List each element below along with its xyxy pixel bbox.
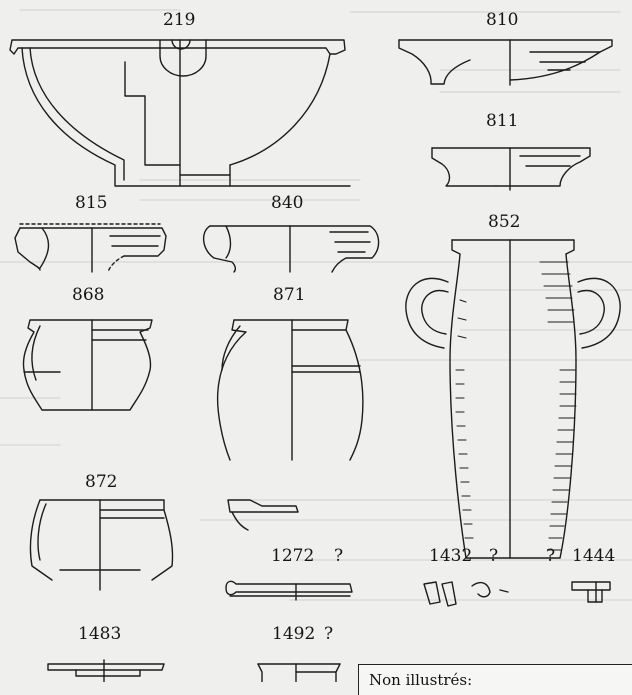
vessel-811 <box>431 147 591 191</box>
vessel-840 <box>203 225 380 273</box>
label-1492: 1492 <box>272 624 316 644</box>
label-811: 811 <box>486 111 519 131</box>
vessel-1272 <box>225 580 353 601</box>
label-852: 852 <box>488 212 521 232</box>
vessel-1483 <box>47 659 165 682</box>
label-219: 219 <box>163 10 196 30</box>
uncertain-mark-1432: ? <box>489 546 499 566</box>
note-box: Non illustrés: <box>358 664 632 695</box>
label-868: 868 <box>72 285 105 305</box>
vessel-810 <box>398 39 613 86</box>
label-1483: 1483 <box>78 624 122 644</box>
label-810: 810 <box>486 10 519 30</box>
label-871: 871 <box>273 285 306 305</box>
vessel-1492 <box>257 663 341 682</box>
bleed-through <box>0 9 632 601</box>
uncertain-mark-1272: ? <box>334 546 344 566</box>
vessel-815 <box>14 223 167 273</box>
label-815: 815 <box>75 193 108 213</box>
label-1272: 1272 <box>271 546 315 566</box>
vessel-872 <box>29 499 174 591</box>
note-box-text: Non illustrés: <box>369 671 473 689</box>
vessel-1432 <box>423 581 509 607</box>
label-840: 840 <box>271 193 304 213</box>
vessel-852 <box>405 239 621 559</box>
label-1432: 1432 <box>429 546 473 566</box>
uncertain-mark-1444: ? <box>546 546 556 566</box>
uncertain-mark-1492: ? <box>324 624 334 644</box>
vessel-868 <box>22 319 153 411</box>
vessel-1444 <box>571 581 611 603</box>
vessel-219 <box>9 39 351 187</box>
vessel-871 <box>216 319 364 531</box>
label-872: 872 <box>85 472 118 492</box>
label-1444: 1444 <box>572 546 616 566</box>
